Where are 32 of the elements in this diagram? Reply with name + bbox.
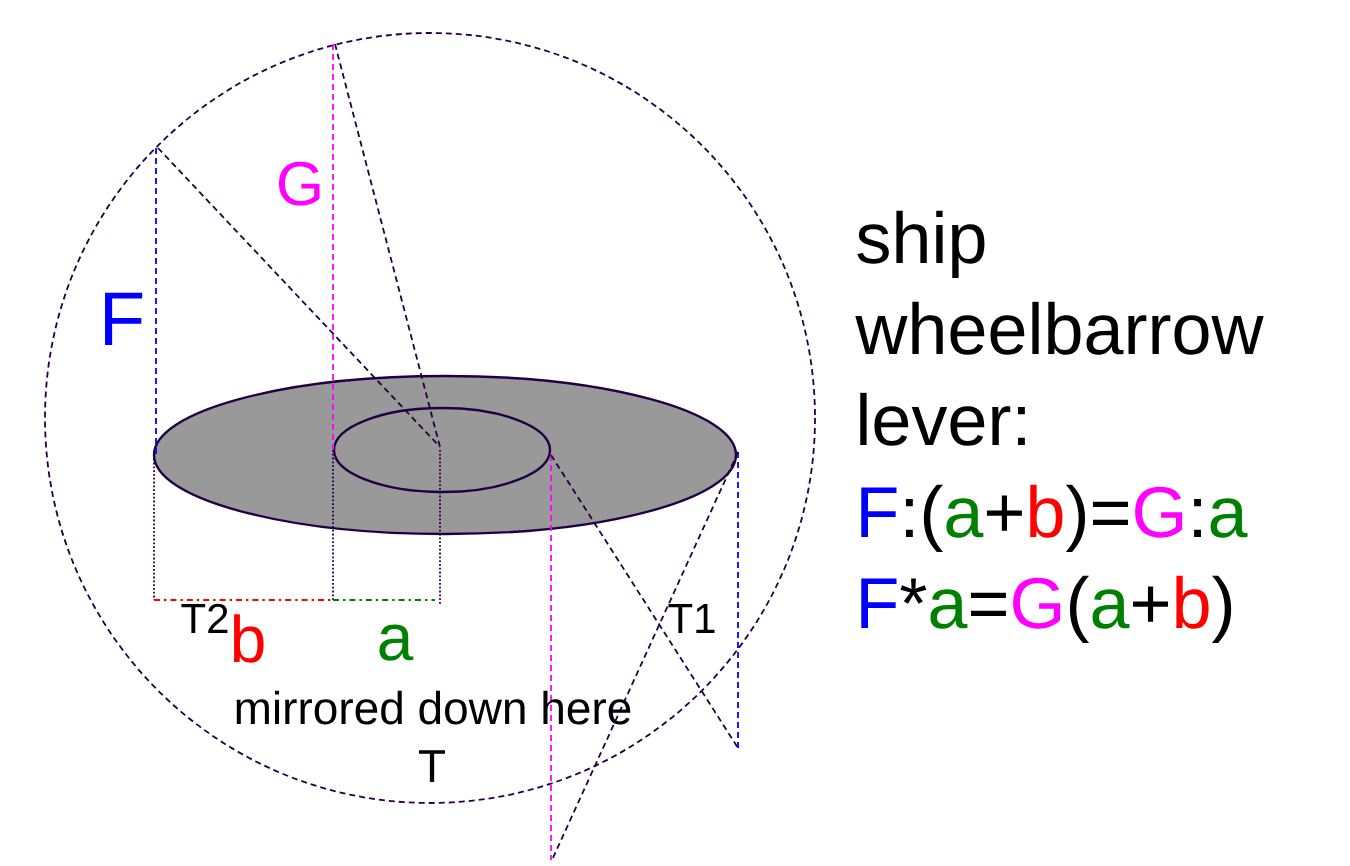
- label: +: [1133, 586, 1169, 622]
- text-line: lever:: [860, 392, 1025, 446]
- label: a: [946, 498, 984, 538]
- label: ): [1212, 575, 1232, 643]
- label: =: [970, 592, 1006, 616]
- force-label: G: [279, 161, 320, 206]
- label: a: [1092, 589, 1130, 629]
- label: F: [861, 578, 897, 628]
- equation: F:(a+b)=G :a: [861, 484, 1248, 552]
- note-text: mirrored down here: [236, 690, 631, 725]
- label: *: [900, 578, 927, 604]
- text-line: wheelbarrow: [855, 301, 1264, 355]
- arm-label: a: [379, 624, 414, 661]
- arm-label: b: [233, 614, 264, 663]
- label: G: [1013, 577, 1061, 629]
- label: a: [1210, 498, 1248, 538]
- label: b: [1030, 484, 1063, 538]
- label: :: [1194, 498, 1201, 537]
- label: G: [1135, 486, 1183, 538]
- force-label: F: [105, 292, 143, 345]
- label: +: [986, 495, 1022, 531]
- label: (: [1069, 575, 1090, 643]
- point-label: T2: [181, 603, 228, 633]
- label: a: [930, 589, 968, 629]
- label: )=: [1065, 484, 1128, 552]
- label: :(: [905, 484, 943, 552]
- label: F: [861, 487, 897, 537]
- equation: F*a=G(a+b): [861, 575, 1232, 643]
- point-label: T1: [668, 604, 715, 633]
- point-label: T: [419, 750, 445, 782]
- text-line: ship: [857, 210, 985, 278]
- label: b: [1176, 575, 1209, 629]
